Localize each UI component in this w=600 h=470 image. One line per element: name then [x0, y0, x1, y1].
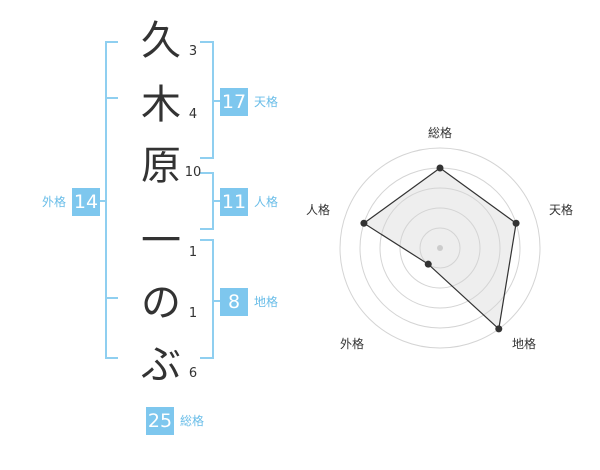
name-char-2: 木: [141, 82, 181, 128]
stroke-count-3: 10: [184, 165, 202, 180]
tenkaku-label: 天格: [254, 95, 279, 109]
name-char-6: ぶ: [141, 342, 181, 388]
jinkaku-value: 11: [220, 188, 248, 216]
name-char-1: 久: [141, 18, 181, 64]
name-char-4: 一: [141, 218, 181, 264]
radar-grid-ring: [399, 207, 481, 289]
gaikaku-label: 外格: [42, 195, 67, 209]
chikaku-bracket: [200, 239, 214, 359]
radar-grid-ring: [339, 147, 541, 349]
radar-outline: [362, 167, 517, 331]
soukaku-label: 総格: [180, 414, 205, 428]
radar-point: [436, 164, 444, 172]
gaikaku-value: 14: [72, 188, 100, 216]
stroke-count-2: 4: [188, 107, 198, 122]
radar-center-dot: [437, 245, 443, 251]
radar-point: [512, 219, 520, 227]
chikaku-value: 8: [220, 288, 248, 316]
radar-label-jinkaku: 人格: [306, 203, 331, 217]
radar-grid-ring: [419, 227, 461, 269]
name-char-3: 原: [141, 143, 181, 189]
radar-point: [360, 219, 368, 227]
jinkaku-label: 人格: [254, 195, 279, 209]
radar-grid-ring: [379, 187, 501, 309]
radar-label-soukaku: 総格: [428, 126, 453, 140]
stroke-count-6: 6: [188, 366, 198, 381]
soukaku-value: 25: [146, 407, 174, 435]
radar-point: [495, 325, 503, 333]
stroke-count-1: 3: [188, 44, 198, 59]
radar-label-tenkaku: 天格: [549, 203, 574, 217]
radar-label-gaikaku: 外格: [340, 337, 365, 351]
chikaku-label: 地格: [254, 295, 279, 309]
radar-label-chikaku: 地格: [512, 337, 537, 351]
stroke-count-5: 1: [188, 306, 198, 321]
stroke-count-4: 1: [188, 245, 198, 260]
tenkaku-value: 17: [220, 88, 248, 116]
name-char-5: の: [141, 280, 181, 326]
radar-point: [424, 260, 432, 268]
